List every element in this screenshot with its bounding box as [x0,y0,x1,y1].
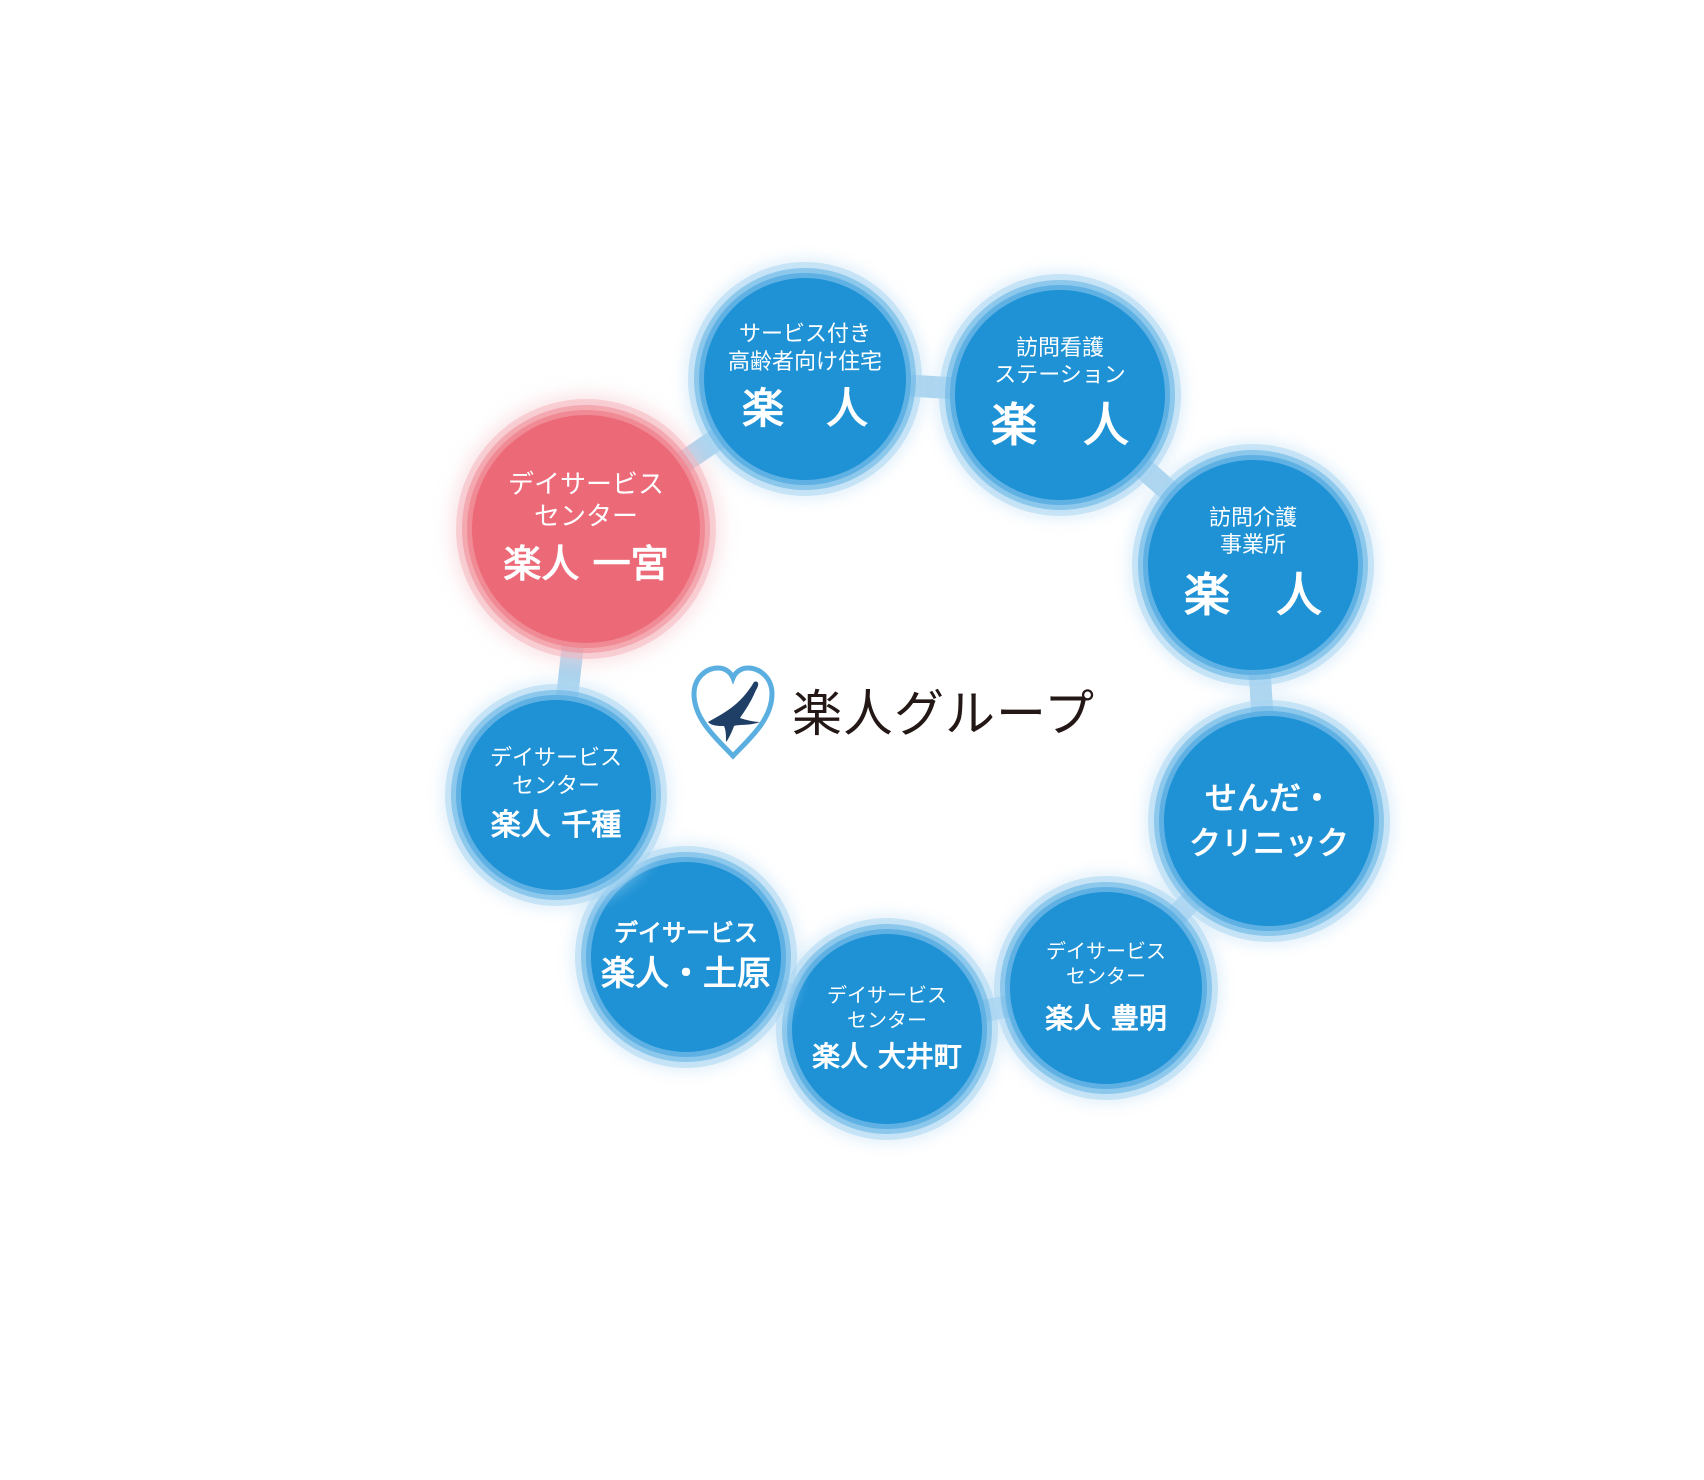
node-ichinomiya[interactable]: デイサービス センター 楽人 一宮 [472,415,700,643]
center-brand: 楽人グループ [688,660,1095,760]
node-sakoju-name: 楽 人 [741,384,868,434]
node-kango-name: 楽 人 [991,397,1129,452]
node-kango-line1: 訪問看護 [1015,335,1104,361]
node-clinic-line2: クリニック [1188,824,1349,862]
node-tsuchihara[interactable]: デイサービス 楽人・土原 [591,862,781,1052]
node-chikusa-line2: センター [511,773,600,799]
node-kango-line2: ステーション [994,363,1126,389]
node-kaigo-name: 楽 人 [1184,567,1322,622]
node-sakoju-line1: サービス付き [738,322,871,348]
node-sakoju-line2: 高齢者向け住宅 [727,349,882,375]
node-kaigo-line2: 事業所 [1219,533,1286,559]
heart-bird-icon [688,660,778,760]
node-toyoake-line1: デイサービス [1046,938,1166,963]
node-ichinomiya-name: 楽人 一宮 [503,541,669,586]
node-ooimachi-line1: デイサービス [827,982,947,1007]
node-chikusa-name: 楽人 千種 [490,808,622,843]
node-tsuchihara-line1: デイサービス [614,918,758,947]
node-ichinomiya-line1: デイサービス [507,469,664,500]
node-chikusa-line1: デイサービス [489,746,622,771]
node-ooimachi-line2: センター [847,1007,927,1032]
node-sakoju[interactable]: サービス付き 高齢者向け住宅 楽 人 [704,278,906,480]
node-chikusa[interactable]: デイサービス センター 楽人 千種 [461,700,651,890]
node-kango[interactable]: 訪問看護 ステーション 楽 人 [955,290,1165,500]
node-kaigo-line1: 訪問介護 [1208,505,1297,531]
node-clinic[interactable]: せんだ・ クリニック [1164,716,1374,926]
node-toyoake[interactable]: デイサービス センター 楽人 豊明 [1010,892,1202,1084]
node-toyoake-line2: センター [1066,963,1146,988]
node-tsuchihara-name: 楽人・土原 [601,953,771,994]
node-ichinomiya-line2: センター [533,502,638,533]
node-ooimachi[interactable]: デイサービス センター 楽人 大井町 [792,934,982,1124]
node-ooimachi-name: 楽人 大井町 [812,1039,962,1073]
node-clinic-line1: せんだ・ [1204,779,1333,818]
node-toyoake-name: 楽人 豊明 [1045,1001,1167,1035]
node-kaigo[interactable]: 訪問介護 事業所 楽 人 [1148,460,1358,670]
group-title: 楽人グループ [792,685,1095,743]
